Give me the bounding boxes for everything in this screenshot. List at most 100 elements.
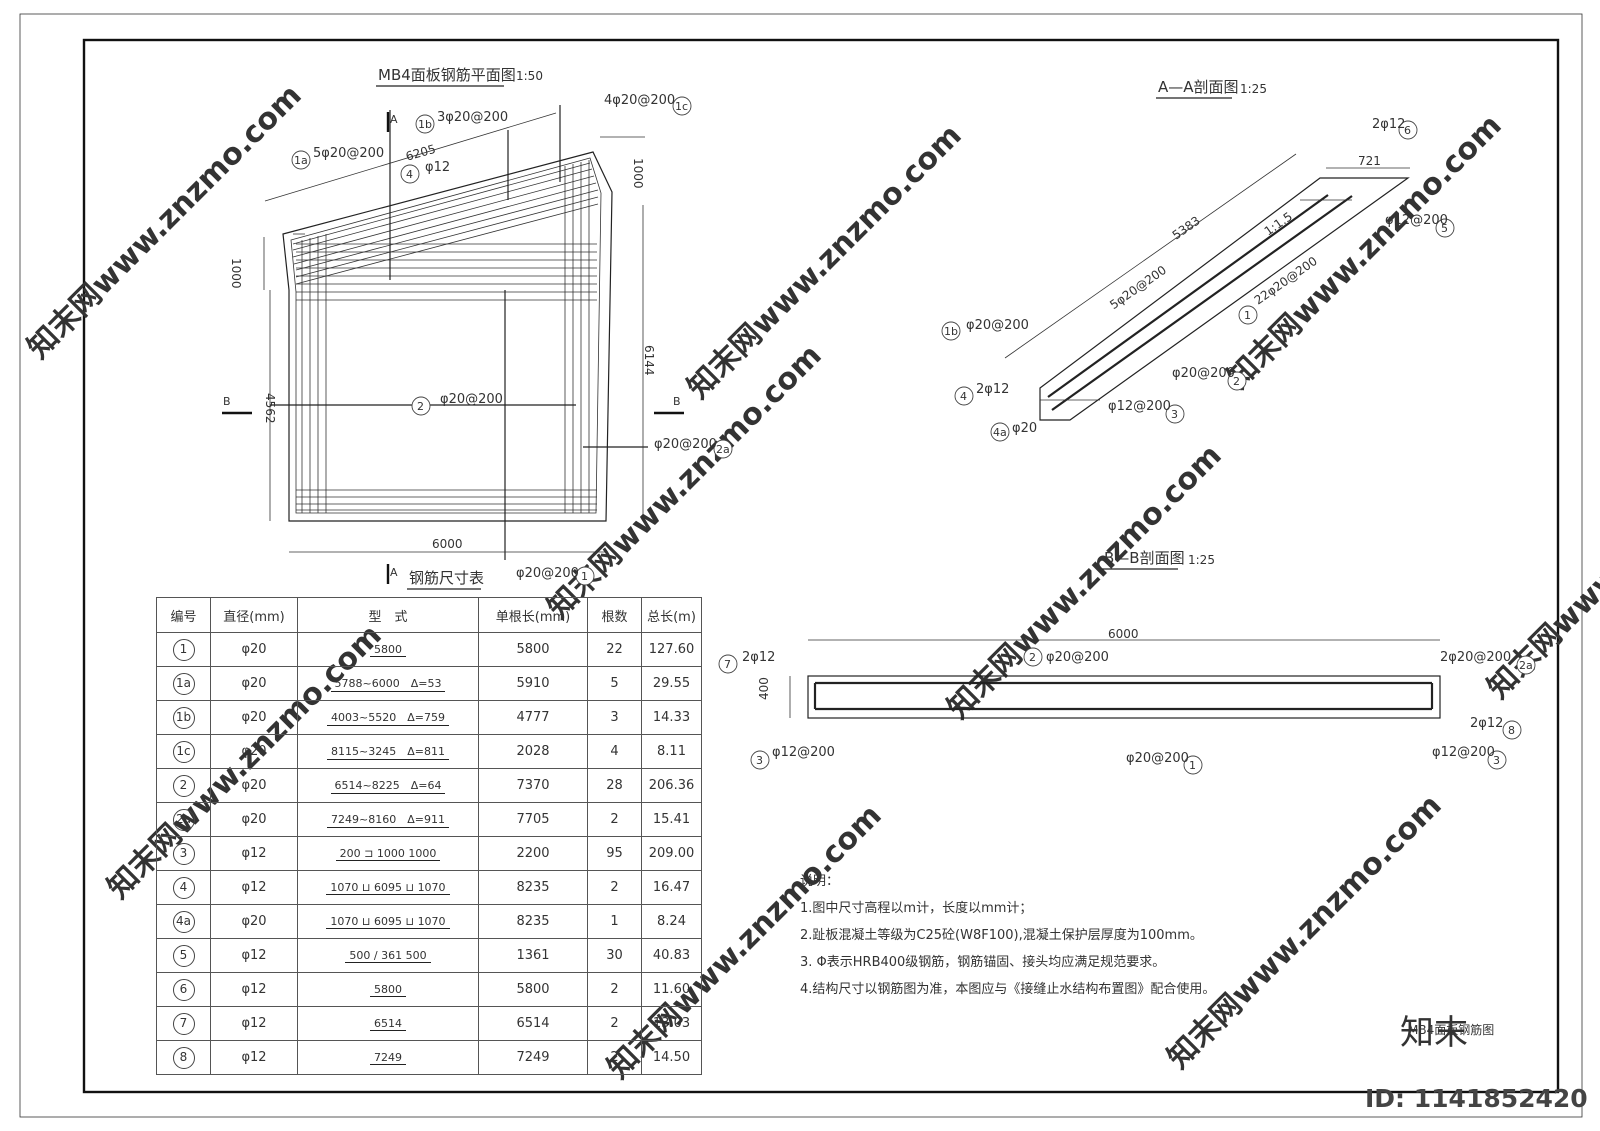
row-dia: φ12	[241, 948, 267, 963]
plan-callout-1b: 1b 3φ20@200	[415, 110, 508, 134]
plan-scale: 1:50	[516, 69, 543, 83]
notes: 说明： 1.图中尺寸高程以m计，长度以mm计； 2.趾板混凝土等级为C25砼(W…	[800, 868, 1300, 1003]
row-len-cell: 7705	[478, 802, 588, 837]
svg-text:6144: 6144	[642, 345, 656, 376]
aa-callout-1a: 5φ20@200	[1107, 263, 1169, 312]
row-shape-cell: 1070 ⊔ 6095 ⊔ 1070	[297, 904, 479, 939]
svg-text:4φ20@200: 4φ20@200	[604, 93, 675, 108]
section-bb-outline	[807, 675, 1441, 719]
row-len-cell: 2028	[478, 734, 588, 769]
aa-callout-6: 6 2φ12	[1372, 117, 1418, 140]
row-count-cell: 1	[587, 904, 642, 939]
row-len: 5800	[516, 642, 550, 657]
svg-text:4: 4	[406, 168, 413, 181]
svg-text:3φ20@200: 3φ20@200	[437, 110, 508, 125]
row-shape-cell: 7249~8160 Δ=911	[297, 802, 479, 837]
row-id: 7	[172, 1012, 195, 1035]
row-shape: 7249	[370, 1051, 406, 1065]
section-aa: A—A剖面图 1:25 5383 721 1:1.5 6 2φ12 5 φ12@…	[941, 78, 1455, 442]
row-len-cell: 7370	[478, 768, 588, 803]
row-len: 1361	[516, 948, 550, 963]
note-2: 2.趾板混凝土等级为C25砼(W8F100),混凝土保护层厚度为100mm。	[800, 928, 1203, 943]
row-dia-cell: φ12	[210, 1006, 298, 1041]
row-total-cell: 8.24	[641, 904, 702, 939]
row-len-cell: 5910	[478, 666, 588, 701]
row-len-cell: 8235	[478, 904, 588, 939]
row-total-cell: 209.00	[641, 836, 702, 871]
note-3: 3. Φ表示HRB400级钢筋，钢筋锚固、接头均应满足规范要求。	[800, 955, 1166, 970]
row-dia-cell: φ12	[210, 938, 298, 973]
svg-text:5: 5	[1441, 222, 1448, 235]
svg-text:6000: 6000	[1108, 627, 1139, 641]
row-dia: φ12	[241, 880, 267, 895]
note-1: 1.图中尺寸高程以m计，长度以mm计；	[800, 901, 1033, 916]
row-count-cell: 2	[587, 802, 642, 837]
aa-callout-2: 2 φ20@200	[1172, 366, 1247, 391]
row-count: 1	[610, 914, 619, 929]
row-shape-cell: 5800	[297, 972, 479, 1007]
svg-text:4a: 4a	[993, 426, 1007, 439]
row-len: 6514	[516, 1016, 550, 1031]
row-shape: 1070 ⊔ 6095 ⊔ 1070	[326, 881, 450, 895]
row-count-cell: 95	[587, 836, 642, 871]
svg-text:2φ12: 2φ12	[1470, 716, 1503, 731]
row-len-cell: 5800	[478, 972, 588, 1007]
plan-callout-1c: 1c 4φ20@200	[604, 93, 692, 116]
row-id: 1c	[172, 740, 195, 763]
table-title: 钢筋尺寸表	[409, 569, 484, 587]
row-id-cell: 4a	[156, 904, 211, 939]
outer-frame	[19, 13, 1583, 1118]
row-shape-cell: 7249	[297, 1040, 479, 1075]
bb-callout-3-right: 3 φ12@200	[1432, 745, 1507, 770]
svg-text:4: 4	[960, 390, 967, 403]
row-dia: φ20	[241, 676, 267, 691]
svg-text:721: 721	[1358, 154, 1381, 168]
svg-text:1: 1	[1244, 309, 1251, 322]
id-label: ID: 1141852420	[1365, 1084, 1588, 1113]
row-id-cell: 7	[156, 1006, 211, 1041]
row-dia-cell: φ12	[210, 870, 298, 905]
row-count-cell: 2	[587, 1040, 642, 1075]
row-shape: 500 ∕ 361 500	[345, 949, 431, 963]
row-dia: φ12	[241, 1050, 267, 1065]
row-id: 6	[172, 978, 195, 1001]
svg-text:φ20@200: φ20@200	[966, 318, 1029, 333]
row-shape: 4003~5520 Δ=759	[327, 709, 449, 726]
row-shape-cell: 500 ∕ 361 500	[297, 938, 479, 973]
row-count: 30	[606, 948, 623, 963]
svg-text:3: 3	[1171, 408, 1178, 421]
row-count: 28	[606, 778, 623, 793]
row-shape: 6514	[370, 1017, 406, 1031]
aa-callout-5: 5 φ12@200	[1385, 213, 1455, 238]
svg-text:φ12: φ12	[425, 160, 450, 175]
row-id: 5	[172, 944, 195, 967]
section-bb-title: B—B剖面图	[1104, 549, 1185, 567]
header-id: 编号	[156, 597, 211, 633]
row-len-cell: 1361	[478, 938, 588, 973]
svg-text:6000: 6000	[432, 537, 463, 551]
svg-text:φ20@200: φ20@200	[440, 392, 503, 407]
svg-text:1: 1	[1189, 759, 1196, 772]
svg-text:知末网www.znzmo.com: 知末网www.znzmo.com	[1221, 108, 1509, 396]
aa-callout-4a: 4a φ20	[990, 421, 1037, 442]
section-bb-scale: 1:25	[1188, 553, 1215, 567]
row-count: 95	[606, 846, 623, 861]
inner-frame	[82, 38, 1560, 1094]
row-id: 3	[172, 842, 195, 865]
row-len-cell: 5800	[478, 632, 588, 667]
row-dia-cell: φ20	[210, 904, 298, 939]
row-count-cell: 4	[587, 734, 642, 769]
row-count-cell: 2	[587, 870, 642, 905]
row-len: 5800	[516, 982, 550, 997]
row-total-cell: 206.36	[641, 768, 702, 803]
row-total-cell: 29.55	[641, 666, 702, 701]
svg-text:φ12@200: φ12@200	[1108, 399, 1171, 414]
row-dia: φ20	[241, 812, 267, 827]
svg-text:φ20: φ20	[1012, 421, 1037, 436]
section-bb: B—B剖面图 1:25 6000 400 7 2φ12 2 φ20@200 2a…	[718, 549, 1536, 775]
row-dia: φ12	[241, 1016, 267, 1031]
svg-text:4562: 4562	[263, 393, 277, 424]
